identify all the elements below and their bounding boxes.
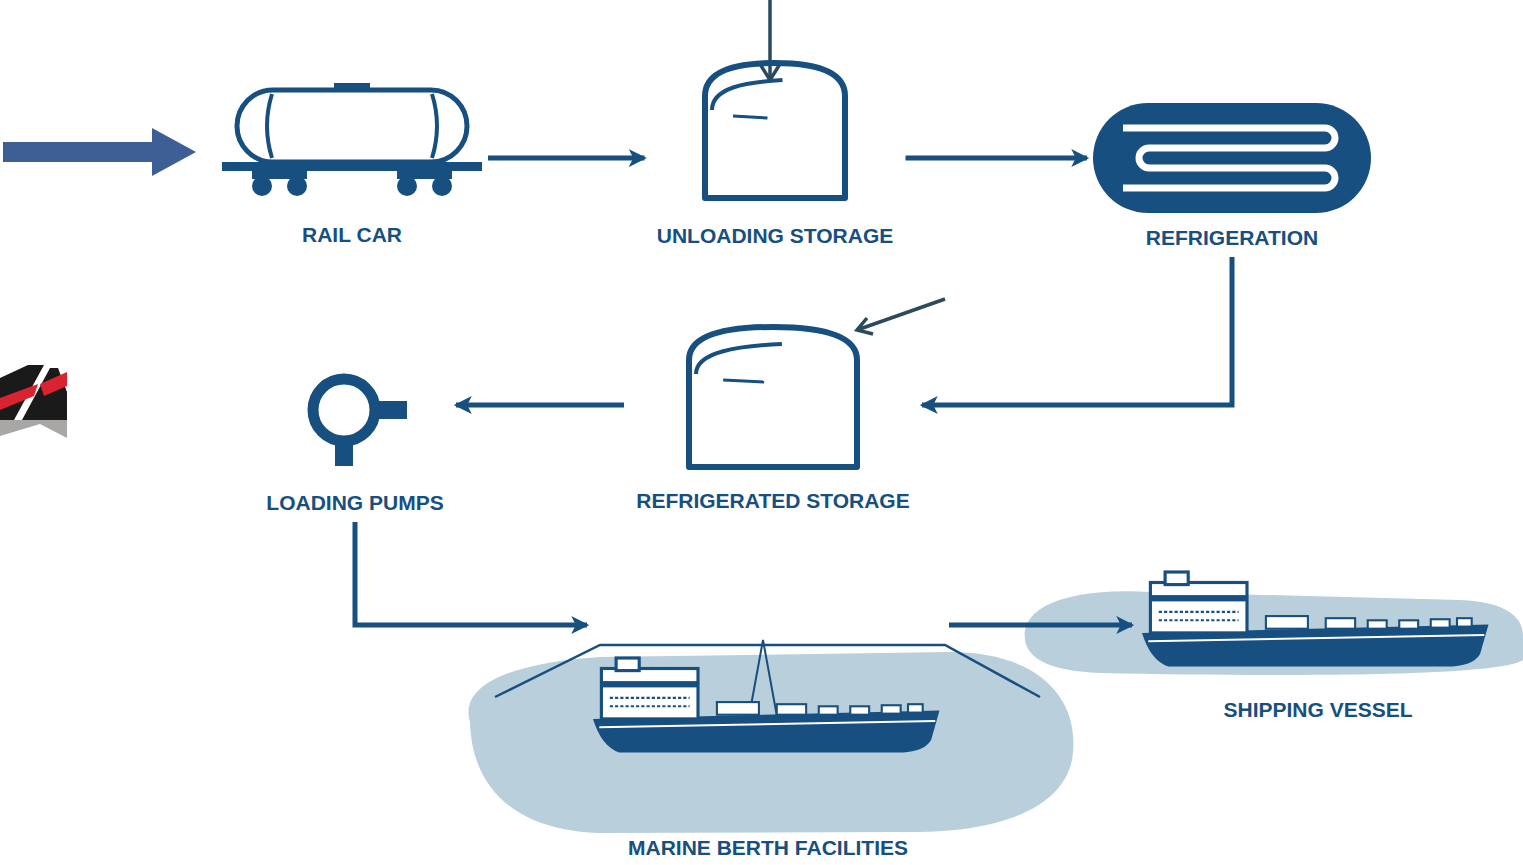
flow-arrow xyxy=(949,623,1132,628)
shipping-vessel-icon xyxy=(1138,572,1498,672)
node-label: REFRIGERATED STORAGE xyxy=(636,488,909,514)
storage-tank-icon xyxy=(700,58,850,203)
storage-tank: UNLOADING STORAGE xyxy=(651,58,900,249)
flow-arrow xyxy=(355,522,587,625)
refrigeration-unit: REFRIGERATION xyxy=(1093,103,1371,251)
company-logo xyxy=(0,365,67,438)
input-arrow xyxy=(3,128,196,176)
flow-arrow xyxy=(488,156,645,161)
node-label: MARINE BERTH FACILITIES xyxy=(628,835,908,861)
feed-arrow xyxy=(760,0,780,80)
marine-berth-icon xyxy=(593,600,943,755)
refrigeration-unit-icon xyxy=(1093,103,1371,213)
marine-berth: MARINE BERTH FACILITIES xyxy=(593,600,943,861)
flow-arrow xyxy=(906,156,1088,161)
flow-arrow xyxy=(922,257,1232,405)
node-label: REFRIGERATION xyxy=(1146,225,1318,251)
feed-arrow xyxy=(857,299,945,334)
node-label: SHIPPING VESSEL xyxy=(1223,697,1412,723)
storage-tank: REFRIGERATED STORAGE xyxy=(630,322,916,514)
shipping-vessel: SHIPPING VESSEL xyxy=(1138,572,1498,723)
rail-car: RAIL CAR xyxy=(222,82,482,248)
node-label: RAIL CAR xyxy=(302,222,402,248)
node-label: UNLOADING STORAGE xyxy=(657,223,893,249)
vessel-water xyxy=(1025,591,1523,675)
node-label: LOADING PUMPS xyxy=(266,490,443,516)
storage-tank-icon xyxy=(684,322,862,472)
loading-pump-icon xyxy=(299,368,411,468)
flow-arrow xyxy=(456,403,624,408)
rail-car-icon xyxy=(222,82,482,200)
berth-pier xyxy=(495,645,1040,697)
loading-pump: LOADING PUMPS xyxy=(260,368,450,516)
